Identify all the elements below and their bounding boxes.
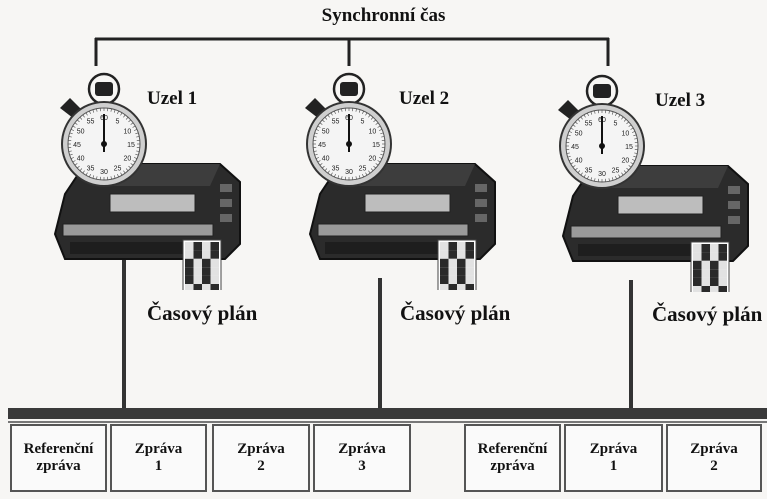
- stopwatch-icon: 60510152025303540455055: [305, 74, 391, 186]
- svg-text:35: 35: [87, 165, 95, 172]
- svg-text:10: 10: [124, 129, 132, 136]
- schedule-label-3: Časový plán: [652, 302, 762, 327]
- svg-text:55: 55: [87, 119, 95, 126]
- svg-text:20: 20: [124, 156, 132, 163]
- svg-text:15: 15: [372, 142, 380, 149]
- svg-text:40: 40: [77, 156, 85, 163]
- svg-text:20: 20: [369, 156, 377, 163]
- svg-text:45: 45: [571, 144, 579, 151]
- svg-text:30: 30: [100, 169, 108, 176]
- svg-text:35: 35: [332, 165, 340, 172]
- node-label-3: Uzel 3: [655, 90, 705, 112]
- node-label-1: Uzel 1: [147, 88, 197, 110]
- svg-text:30: 30: [345, 169, 353, 176]
- svg-text:45: 45: [318, 142, 326, 149]
- svg-text:55: 55: [585, 121, 593, 128]
- svg-text:5: 5: [361, 119, 365, 126]
- schedule-grid-icon: [691, 242, 729, 292]
- svg-text:35: 35: [585, 167, 593, 174]
- schedule-grid-icon: [183, 240, 221, 290]
- svg-text:40: 40: [322, 156, 330, 163]
- message-gap: [414, 424, 462, 492]
- stopwatch-icon: 60510152025303540455055: [60, 74, 146, 186]
- svg-text:10: 10: [622, 131, 630, 138]
- svg-text:25: 25: [612, 167, 620, 174]
- svg-text:40: 40: [575, 158, 583, 165]
- svg-text:25: 25: [114, 165, 122, 172]
- schedule-grid-icon: [438, 240, 476, 290]
- svg-text:15: 15: [625, 144, 633, 151]
- svg-text:50: 50: [575, 131, 583, 138]
- svg-text:10: 10: [369, 129, 377, 136]
- node-1: 60510152025303540455055: [40, 60, 250, 290]
- svg-text:30: 30: [598, 171, 606, 178]
- schedule-label-1: Časový plán: [147, 301, 257, 326]
- node-label-2: Uzel 2: [399, 88, 449, 110]
- schedule-label-2: Časový plán: [400, 301, 510, 326]
- svg-text:20: 20: [622, 158, 630, 165]
- communication-bus: [8, 408, 767, 419]
- svg-text:5: 5: [116, 119, 120, 126]
- svg-text:55: 55: [332, 119, 340, 126]
- svg-text:15: 15: [127, 142, 135, 149]
- stopwatch-icon: 60510152025303540455055: [558, 76, 644, 188]
- svg-text:50: 50: [77, 129, 85, 136]
- svg-text:50: 50: [322, 129, 330, 136]
- bus-edge: [8, 421, 767, 423]
- svg-text:45: 45: [73, 142, 81, 149]
- svg-text:25: 25: [359, 165, 367, 172]
- svg-text:5: 5: [614, 121, 618, 128]
